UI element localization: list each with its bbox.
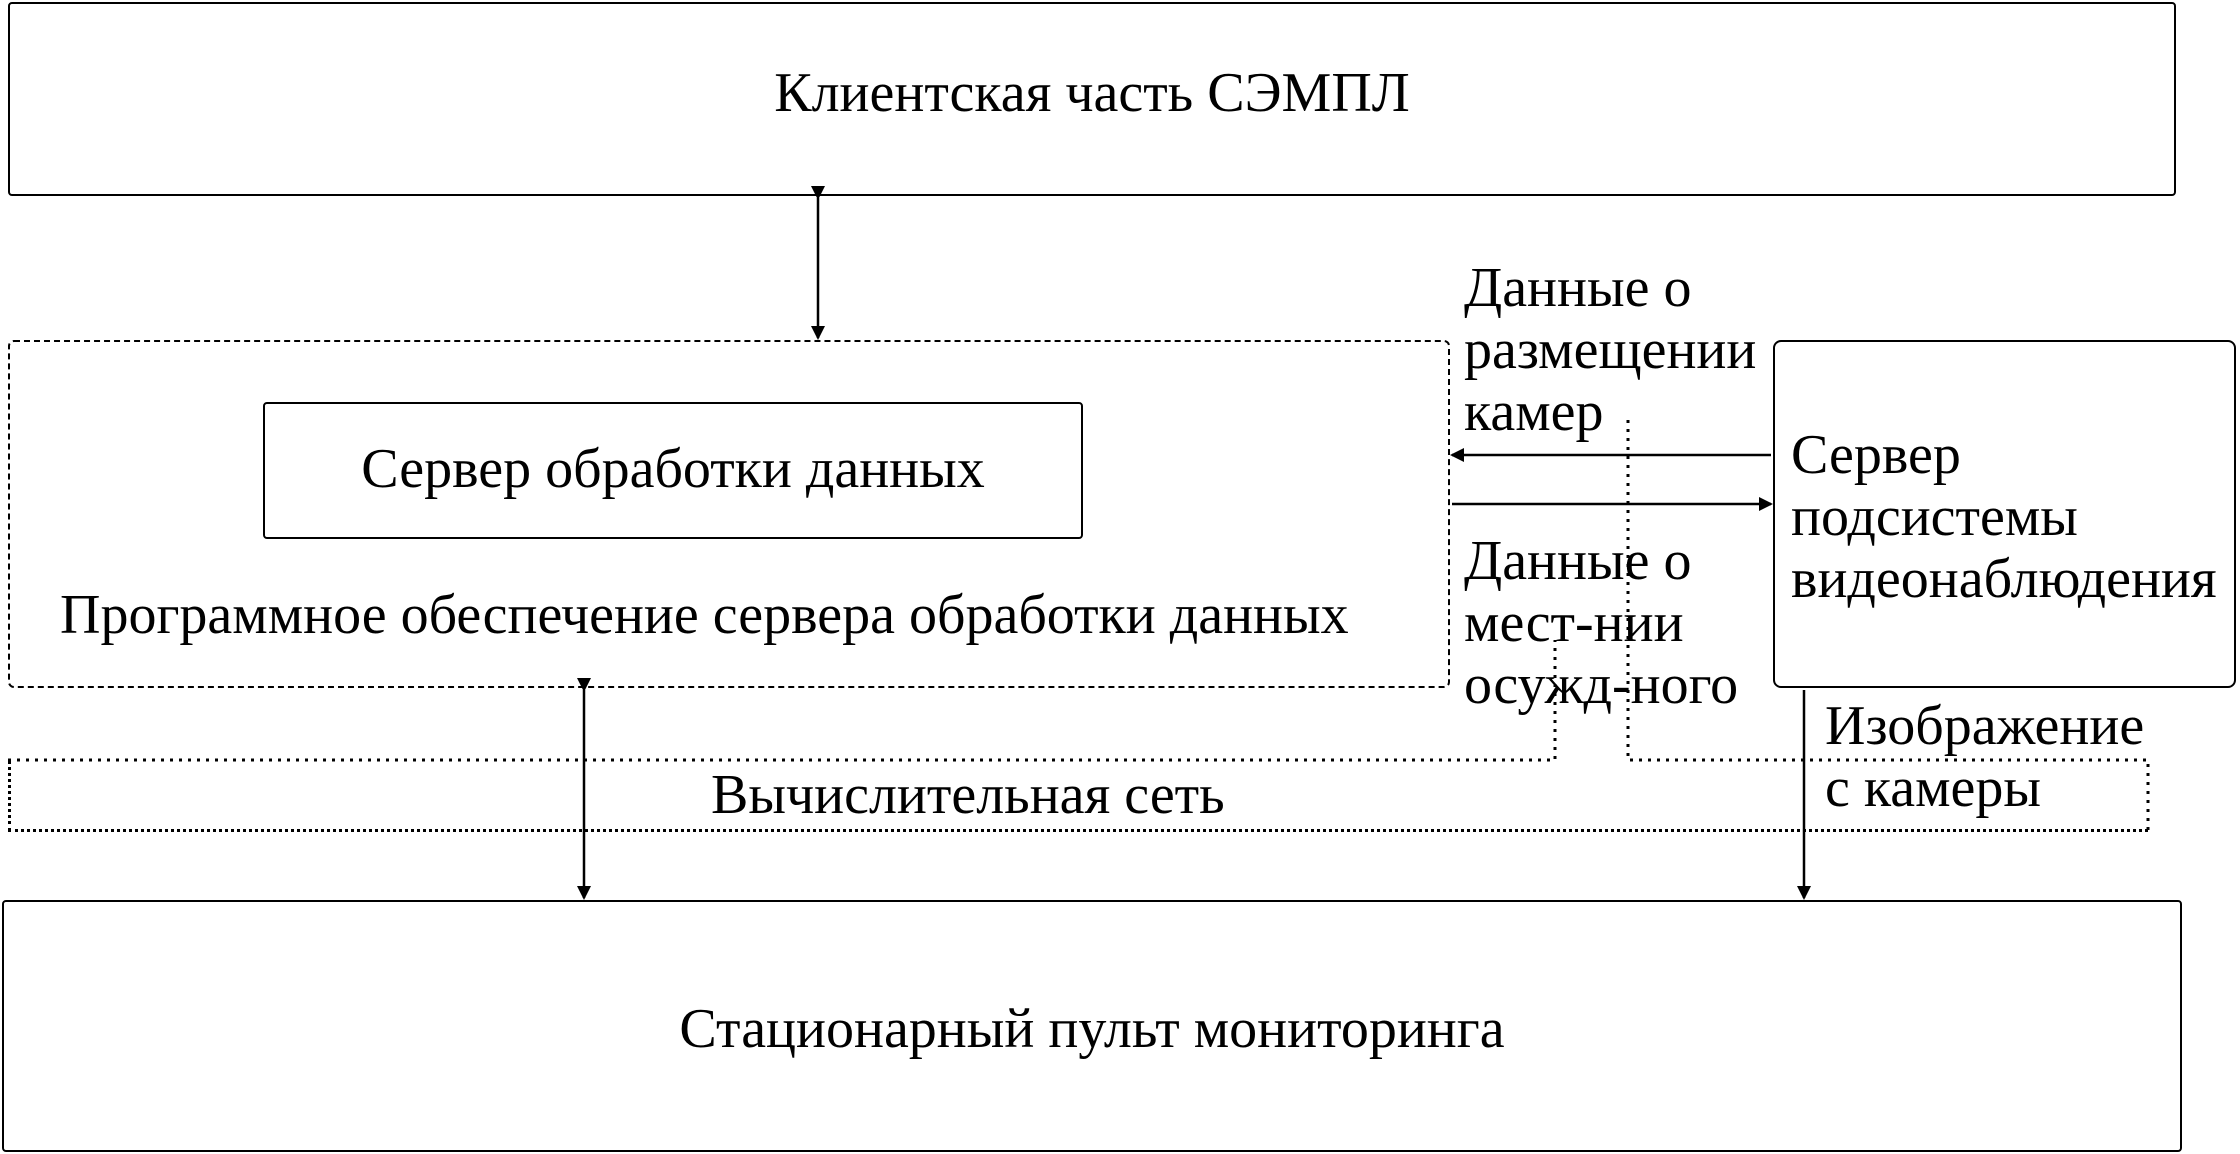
client-block: Клиентская часть СЭМПЛ (8, 2, 2176, 196)
monitoring-block: Стационарный пульт мониторинга (2, 900, 2182, 1152)
client-block-label: Клиентская часть СЭМПЛ (774, 62, 1410, 124)
network-label: Вычислительная сеть (711, 764, 1225, 826)
server-software-label: Программное обеспечение сервера обработк… (60, 584, 1349, 646)
data-server-block: Сервер обработки данных (263, 402, 1083, 539)
monitoring-label: Стационарный пульт мониторинга (679, 998, 1505, 1060)
video-server-block: Сервер подсистемы видеонаблюдения (1773, 340, 2236, 688)
video-server-label: Сервер подсистемы видеонаблюдения (1791, 424, 2217, 610)
camera-image-label: Изображение с камеры (1825, 695, 2145, 819)
network-block: Вычислительная сеть (8, 760, 2148, 832)
convict-location-label: Данные о мест-нии осужд-ного (1464, 530, 1739, 716)
data-server-label: Сервер обработки данных (361, 438, 985, 500)
camera-placement-label: Данные о размещении камер (1464, 257, 1757, 443)
